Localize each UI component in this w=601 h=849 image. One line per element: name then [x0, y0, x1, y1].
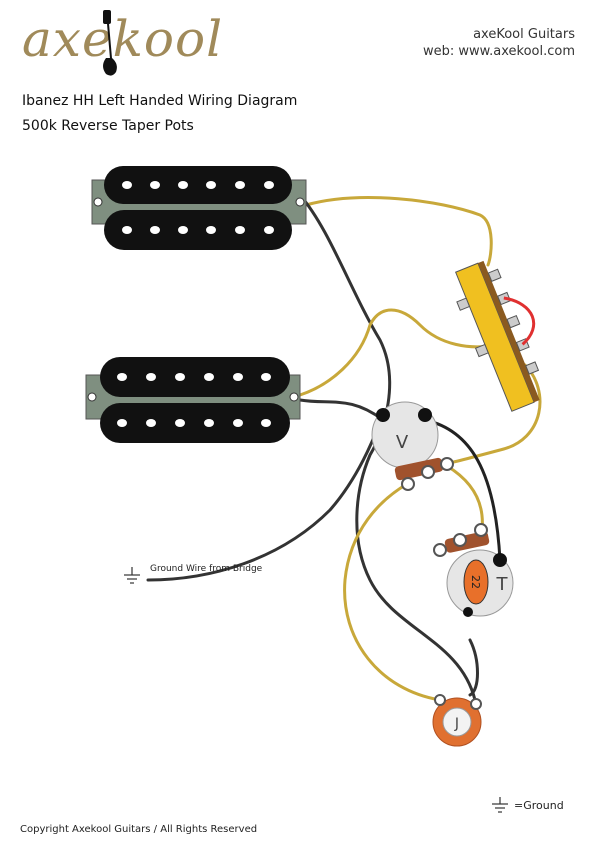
- company-name: axeKool Guitars: [473, 27, 575, 42]
- wire-switch-to-volume: [443, 363, 542, 466]
- volume-pot: V: [371, 401, 454, 491]
- legend-ground-icon: [492, 797, 508, 813]
- copyright-text: Copyright Axekool Guitars / All Rights R…: [20, 824, 258, 835]
- jack-label: J: [454, 716, 459, 732]
- wire-jack-ground: [468, 638, 479, 697]
- wire-volume-to-jack: [343, 482, 442, 702]
- tone-pot: 22 T: [433, 523, 514, 617]
- diagram-subtitle: 500k Reverse Taper Pots: [22, 118, 194, 134]
- ground-symbol-icon: [124, 567, 140, 584]
- company-info: axeKool Guitars web: www.axekool.com: [423, 26, 575, 60]
- output-jack: J: [432, 694, 482, 747]
- tone-pot-label: T: [496, 574, 509, 595]
- volume-pot-label: V: [396, 432, 409, 453]
- wire-bridge-ground: [298, 398, 385, 422]
- guitar-logo-icon: [103, 10, 117, 76]
- capacitor-label: 22: [469, 575, 482, 589]
- company-web: web: www.axekool.com: [423, 44, 575, 59]
- wire-bridge-hot: [298, 308, 498, 397]
- brand-logo: axekool: [22, 10, 224, 68]
- wire-switch-jumper: [503, 296, 536, 346]
- tone-capacitor: 22: [463, 559, 489, 605]
- neck-pickup: [91, 166, 307, 250]
- legend-label: =Ground: [514, 799, 564, 812]
- wire-neck-hot: [304, 196, 493, 267]
- pickup-selector-switch: [455, 260, 540, 412]
- wire-volume-to-tone: [445, 464, 484, 532]
- wire-neck-ground: [298, 193, 477, 702]
- ground-wire-label: Ground Wire from Bridge: [150, 564, 263, 574]
- bridge-pickup: [85, 357, 301, 443]
- wire-volume-to-tone-ground: [423, 418, 502, 562]
- diagram-title: Ibanez HH Left Handed Wiring Diagram: [22, 93, 298, 109]
